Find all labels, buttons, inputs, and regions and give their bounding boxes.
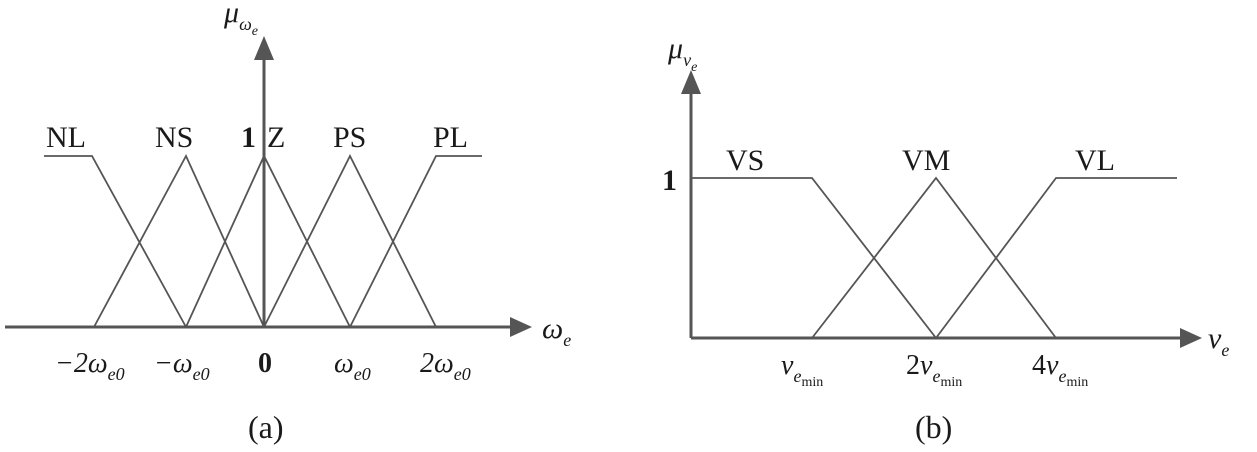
- panel-a-x-arrow: [510, 317, 532, 337]
- set-label-z: Z: [267, 121, 285, 154]
- panel-a-y-label: μωe: [223, 0, 258, 39]
- mf-ps: [263, 153, 437, 328]
- mf-vs: [691, 177, 937, 339]
- set-label-ps: PS: [333, 121, 366, 154]
- set-label-vs: VS: [726, 144, 764, 177]
- mf-nl: [44, 155, 187, 328]
- panel-b-caption: (b): [915, 409, 952, 445]
- panel-a-tick: 2ωe0: [420, 348, 471, 384]
- set-label-ns: NS: [155, 121, 193, 154]
- panel-b-tick: vemin: [781, 350, 823, 390]
- panel-b-tick: 2vemin: [906, 350, 962, 390]
- set-label-vm: VM: [902, 144, 950, 177]
- set-label-vl: VL: [1075, 144, 1115, 177]
- set-label-nl: NL: [46, 121, 86, 154]
- panel-b: VS VM VL 1 μve ve vemin 2vemin 4vemin (b…: [662, 32, 1229, 445]
- panel-a-tick-zero: 0: [258, 348, 272, 379]
- mf-ns: [93, 153, 265, 328]
- panel-b-tick: 4vemin: [1032, 350, 1088, 390]
- panel-b-peak-label: 1: [662, 164, 677, 197]
- panel-a-x-label: ωe: [542, 312, 571, 350]
- panel-a-caption: (a): [248, 409, 284, 445]
- panel-b-x-label: ve: [1208, 322, 1229, 360]
- panel-b-x-arrow: [1180, 328, 1202, 348]
- panel-a: NL NS Z PS PL 1 μωe ωe −2ωe0 −ωe0 0 ωe0 …: [5, 0, 571, 445]
- set-label-pl: PL: [433, 121, 468, 154]
- panel-b-y-arrow: [681, 70, 701, 94]
- panel-a-y-arrow: [254, 36, 274, 60]
- panel-a-tick: −ωe0: [154, 348, 210, 384]
- mf-pl: [349, 155, 482, 328]
- panel-b-y-label: μve: [667, 32, 697, 75]
- panel-a-peak-label: 1: [241, 121, 256, 154]
- mf-z: [185, 153, 351, 328]
- mf-vm: [811, 176, 1057, 339]
- panel-a-tick: −2ωe0: [55, 348, 125, 384]
- panel-a-tick: ωe0: [334, 348, 371, 384]
- mf-vl: [935, 177, 1177, 339]
